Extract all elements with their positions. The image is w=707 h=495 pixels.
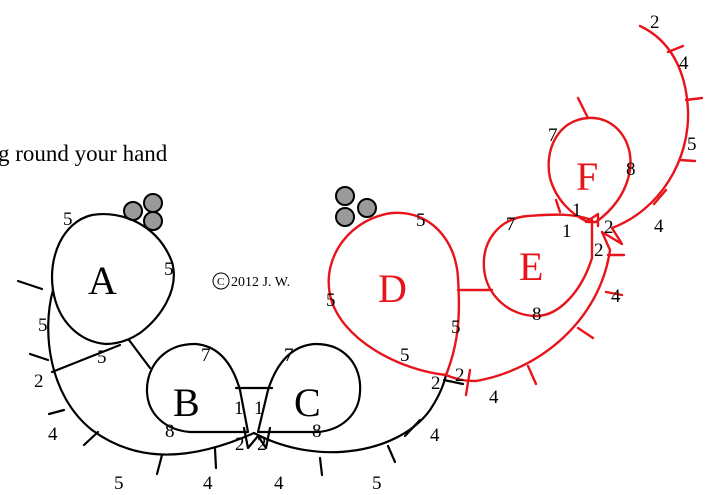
count-chain-right: 4	[430, 425, 440, 446]
count-c: 8	[312, 421, 322, 442]
count-a: 5	[38, 315, 48, 336]
picot	[318, 456, 324, 477]
picots-black	[16, 279, 465, 477]
red-join	[584, 212, 600, 228]
picot	[684, 96, 704, 102]
picot	[652, 188, 668, 206]
ring-d	[327, 211, 461, 377]
copyright-notice: C 2012 J. W.	[212, 272, 290, 290]
picot	[386, 444, 397, 464]
count-chain-red-upper: 5	[687, 134, 697, 155]
connector-a	[50, 343, 122, 374]
count-center: 2	[235, 434, 245, 455]
caption-text: g round your hand	[0, 141, 168, 166]
chain-red-lower	[444, 226, 624, 383]
connector-ef	[554, 198, 562, 214]
count-b: 1	[234, 398, 244, 419]
count-chain-red-lower: 4	[611, 286, 621, 307]
count-chain-red-lower: 2	[455, 365, 465, 386]
count-chain-left: 5	[114, 473, 124, 494]
picot	[28, 352, 50, 362]
picot	[576, 326, 595, 340]
bead	[143, 193, 163, 213]
count-chain-right: 2	[431, 373, 441, 394]
picots-red	[464, 44, 704, 397]
bead	[143, 211, 163, 231]
count-f: 7	[548, 125, 558, 146]
chain-right	[252, 373, 448, 454]
bead	[357, 198, 377, 218]
ring-label-a: A	[88, 258, 117, 303]
count-chain-red-lower: 4	[489, 387, 499, 408]
count-chain-red-upper: 2	[650, 12, 660, 33]
bead-cluster-right	[335, 186, 377, 227]
picot	[442, 378, 465, 386]
bead	[335, 186, 355, 206]
ring-a	[51, 213, 175, 346]
picot	[576, 96, 590, 120]
copyright-symbol: C	[217, 276, 224, 288]
ring-label-d: D	[378, 266, 407, 311]
count-d: 5	[326, 290, 336, 311]
ring-label-e: E	[519, 244, 543, 289]
count-b: 8	[165, 421, 175, 442]
count-chain-left: 2	[34, 371, 44, 392]
picot	[678, 158, 697, 163]
bead	[335, 207, 355, 227]
count-a: 5	[164, 259, 174, 280]
chain-left	[47, 288, 256, 456]
count-chain-red-upper: 2	[604, 217, 614, 238]
picot	[526, 364, 538, 386]
picot	[213, 447, 218, 470]
chain-red-upper	[610, 24, 690, 230]
connector-ab	[127, 338, 152, 370]
count-d: 5	[400, 345, 410, 366]
picot	[403, 418, 422, 438]
ring-e	[482, 213, 594, 318]
picot	[16, 279, 44, 291]
ring-c	[256, 342, 362, 434]
picot	[82, 430, 100, 447]
count-a: 5	[63, 209, 73, 230]
picot	[604, 290, 624, 297]
count-e: 7	[506, 214, 516, 235]
picot	[666, 44, 685, 54]
center-join	[242, 426, 272, 450]
count-f: 1	[572, 200, 582, 221]
count-d: 5	[451, 317, 461, 338]
count-f: 8	[626, 159, 636, 180]
count-chain-right: 4	[274, 473, 284, 494]
ring-label-c: C	[294, 380, 321, 425]
ring-b	[145, 342, 250, 434]
ring-label-f: F	[576, 154, 598, 199]
count-chain-left: 4	[48, 424, 58, 445]
count-a: 5	[97, 347, 107, 368]
ring-label-b: B	[173, 380, 200, 425]
bead-cluster-left	[123, 193, 163, 231]
count-chain-red-upper: 4	[654, 216, 664, 237]
count-chain-red-lower: 2	[594, 240, 604, 261]
copyright-circle	[212, 272, 230, 290]
count-chain-left: 4	[203, 473, 213, 494]
count-chain-red-upper: 4	[679, 53, 689, 74]
count-c: 7	[284, 345, 294, 366]
count-c: 1	[254, 398, 264, 419]
count-d: 5	[416, 210, 426, 231]
count-b: 7	[201, 345, 211, 366]
picot	[47, 408, 66, 416]
count-chain-right: 5	[372, 473, 382, 494]
copyright-text: 2012 J. W.	[231, 275, 290, 290]
picot	[155, 453, 164, 476]
count-center: 2	[257, 434, 267, 455]
count-e: 8	[532, 304, 542, 325]
count-e: 1	[562, 221, 572, 242]
picot	[464, 368, 472, 397]
